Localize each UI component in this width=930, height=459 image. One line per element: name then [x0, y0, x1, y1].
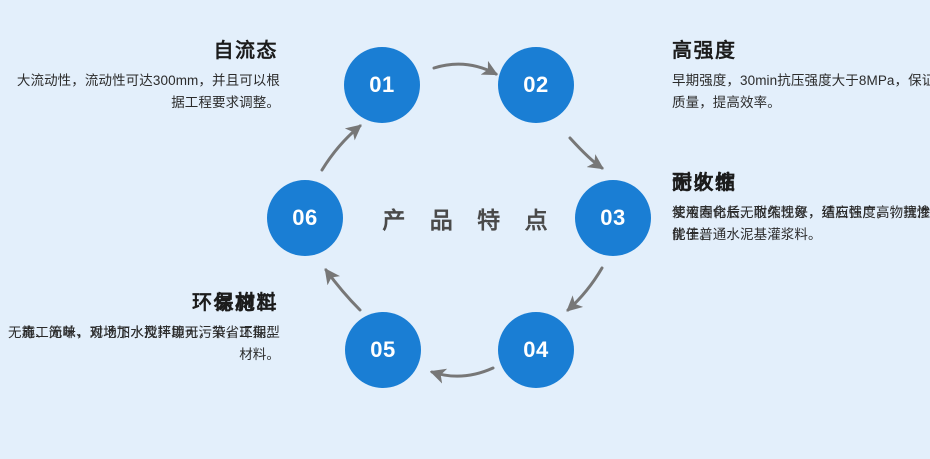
feature-desc-06: 无毒、无味、对地下水及环境无污染，环保型材料。	[8, 325, 280, 362]
node-05-label: 05	[370, 337, 396, 362]
cycle-arrows	[320, 60, 604, 384]
node-06[interactable]: 06	[267, 180, 343, 256]
feature-block-04: 耐久性 使用寿命长、耐久性好，适应性广，物理性能优于普通水泥基灌浆料。	[672, 172, 930, 246]
feature-desc-01: 大流动性，流动性可达300mm，并且可以根据工程要求调整。	[16, 73, 280, 110]
feature-title-02: 高强度	[672, 40, 737, 62]
node-02-label: 02	[523, 72, 549, 97]
feature-block-03: 无收缩 浆液固化后无收缩现象，结石强度高，抗渗性能佳。	[672, 172, 930, 246]
feature-title-01: 自流态	[213, 40, 278, 62]
feature-title-06: 环保材料	[192, 292, 278, 314]
arrow-02-to-03	[568, 136, 604, 170]
feature-desc-05: 施工简单，现场加水搅拌即可，节省工期。	[21, 325, 280, 340]
feature-title-05: 易施工	[213, 292, 278, 314]
feature-block-05: 易施工 施工简单，现场加水搅拌即可，节省工期。	[8, 292, 280, 344]
feature-desc-02: 早期强度，30min抗压强度大于8MPa，保证质量，提高效率。	[672, 73, 930, 110]
feature-block-02: 高强度 早期强度，30min抗压强度大于8MPa，保证质量，提高效率。	[672, 40, 930, 114]
feature-block-06: 环保材料 无毒、无味、对地下水及环境无污染，环保型材料。	[8, 292, 280, 366]
diagram-center-title: 产 品 特 点	[382, 207, 557, 233]
arrow-05-to-06	[324, 268, 362, 312]
arrow-06-to-01	[320, 124, 362, 172]
arrow-03-to-04	[566, 266, 604, 312]
arrow-01-to-02	[432, 60, 499, 76]
feature-block-01: 自流态 大流动性，流动性可达300mm，并且可以根据工程要求调整。	[8, 40, 280, 114]
node-06-label: 06	[292, 205, 318, 230]
node-03[interactable]: 03	[575, 180, 651, 256]
node-03-label: 03	[600, 205, 626, 230]
feature-desc-03: 浆液固化后无收缩现象，结石强度高，抗渗性能佳。	[672, 205, 930, 242]
node-05[interactable]: 05	[345, 312, 421, 388]
arrow-04-to-05	[429, 366, 495, 384]
node-02[interactable]: 02	[498, 47, 574, 123]
cycle-diagram: 01 02 03 04 05 06 产 品 特 点	[250, 20, 680, 440]
node-01[interactable]: 01	[344, 47, 420, 123]
node-01-label: 01	[369, 72, 395, 97]
feature-title-04: 耐久性	[672, 172, 737, 194]
node-04-label: 04	[523, 337, 549, 362]
node-04[interactable]: 04	[498, 312, 574, 388]
feature-desc-04: 使用寿命长、耐久性好，适应性广，物理性能优于普通水泥基灌浆料。	[672, 205, 930, 242]
feature-title-03: 无收缩	[672, 172, 737, 194]
